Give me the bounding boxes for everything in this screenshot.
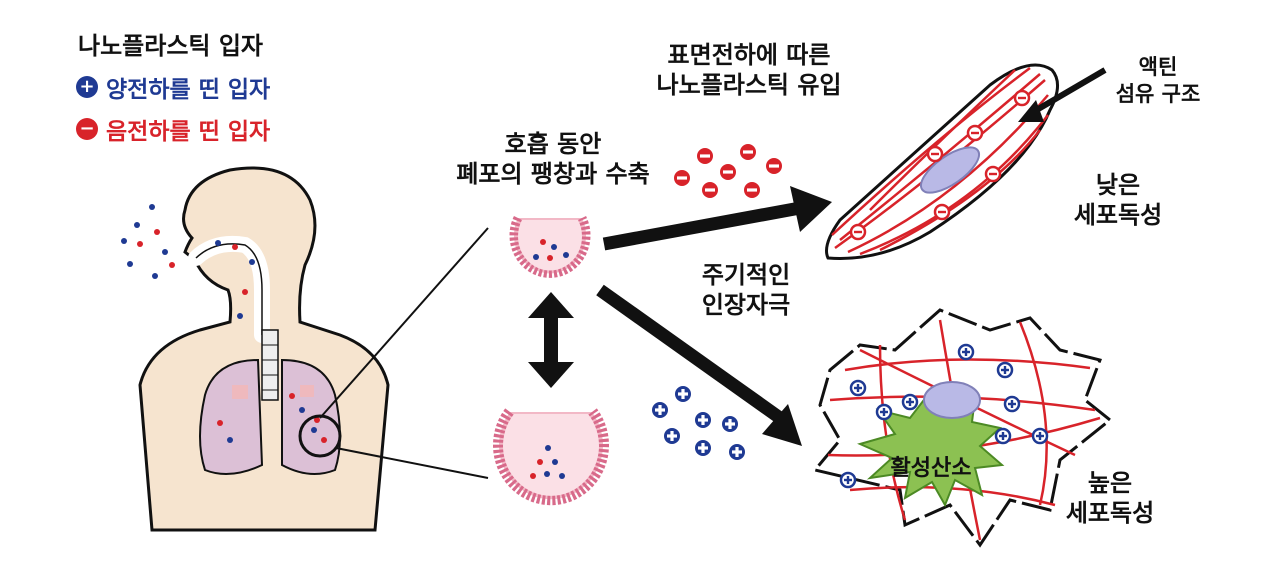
negative-particle-cluster bbox=[674, 144, 782, 198]
low-toxicity-label-line2: 세포독성 bbox=[1073, 201, 1163, 229]
legend-positive-label: 양전하를 띤 입자 bbox=[106, 77, 271, 103]
positive-particle-cluster bbox=[652, 386, 745, 460]
stretch-label-line1: 주기적인 bbox=[701, 261, 791, 289]
title: 나노플라스틱 입자 bbox=[78, 32, 263, 60]
arrow-to-high-toxicity bbox=[596, 284, 802, 446]
arrow-to-low-toxicity bbox=[602, 186, 832, 251]
legend-negative: − 음전하를 띤 입자 bbox=[76, 112, 270, 146]
human-body bbox=[121, 166, 489, 532]
alveolus-expanded bbox=[493, 408, 609, 506]
legend-negative-label: 음전하를 띤 입자 bbox=[106, 119, 271, 145]
elongated-cell bbox=[825, 63, 1107, 260]
high-toxicity-label-line1: 높은 bbox=[1087, 469, 1133, 497]
ros-label: 활성산소 bbox=[890, 456, 972, 481]
star-cell bbox=[812, 308, 1113, 548]
plus-icon: + bbox=[76, 76, 98, 98]
low-toxicity-label-line1: 낮은 bbox=[1095, 171, 1141, 199]
actin-label-line1: 액틴 bbox=[1138, 55, 1178, 79]
actin-label: 액틴 섬유 구조 bbox=[1098, 54, 1218, 108]
high-toxicity-label-line2: 세포독성 bbox=[1065, 499, 1155, 527]
alveolus-label-line1: 호흡 동안 bbox=[504, 130, 602, 158]
uptake-label-line2: 나노플라스틱 유입 bbox=[656, 71, 842, 99]
alveolus-label: 호흡 동안 폐포의 팽창과 수축 bbox=[448, 129, 658, 189]
actin-label-line2: 섬유 구조 bbox=[1115, 82, 1201, 106]
minus-icon: − bbox=[76, 118, 98, 140]
legend-positive: + 양전하를 띤 입자 bbox=[76, 70, 270, 104]
alveolus-label-line2: 폐포의 팽창과 수축 bbox=[456, 160, 650, 188]
alveolus-contracted bbox=[509, 216, 591, 278]
double-arrow-icon bbox=[528, 292, 574, 388]
high-toxicity-label: 높은 세포독성 bbox=[1050, 468, 1170, 528]
stretch-label-line2: 인장자극 bbox=[701, 291, 791, 319]
uptake-label: 표면전하에 따른 나노플라스틱 유입 bbox=[640, 40, 858, 100]
stretch-label: 주기적인 인장자극 bbox=[686, 260, 806, 320]
uptake-label-line1: 표면전하에 따른 bbox=[667, 41, 831, 69]
low-toxicity-label: 낮은 세포독성 bbox=[1058, 170, 1178, 230]
